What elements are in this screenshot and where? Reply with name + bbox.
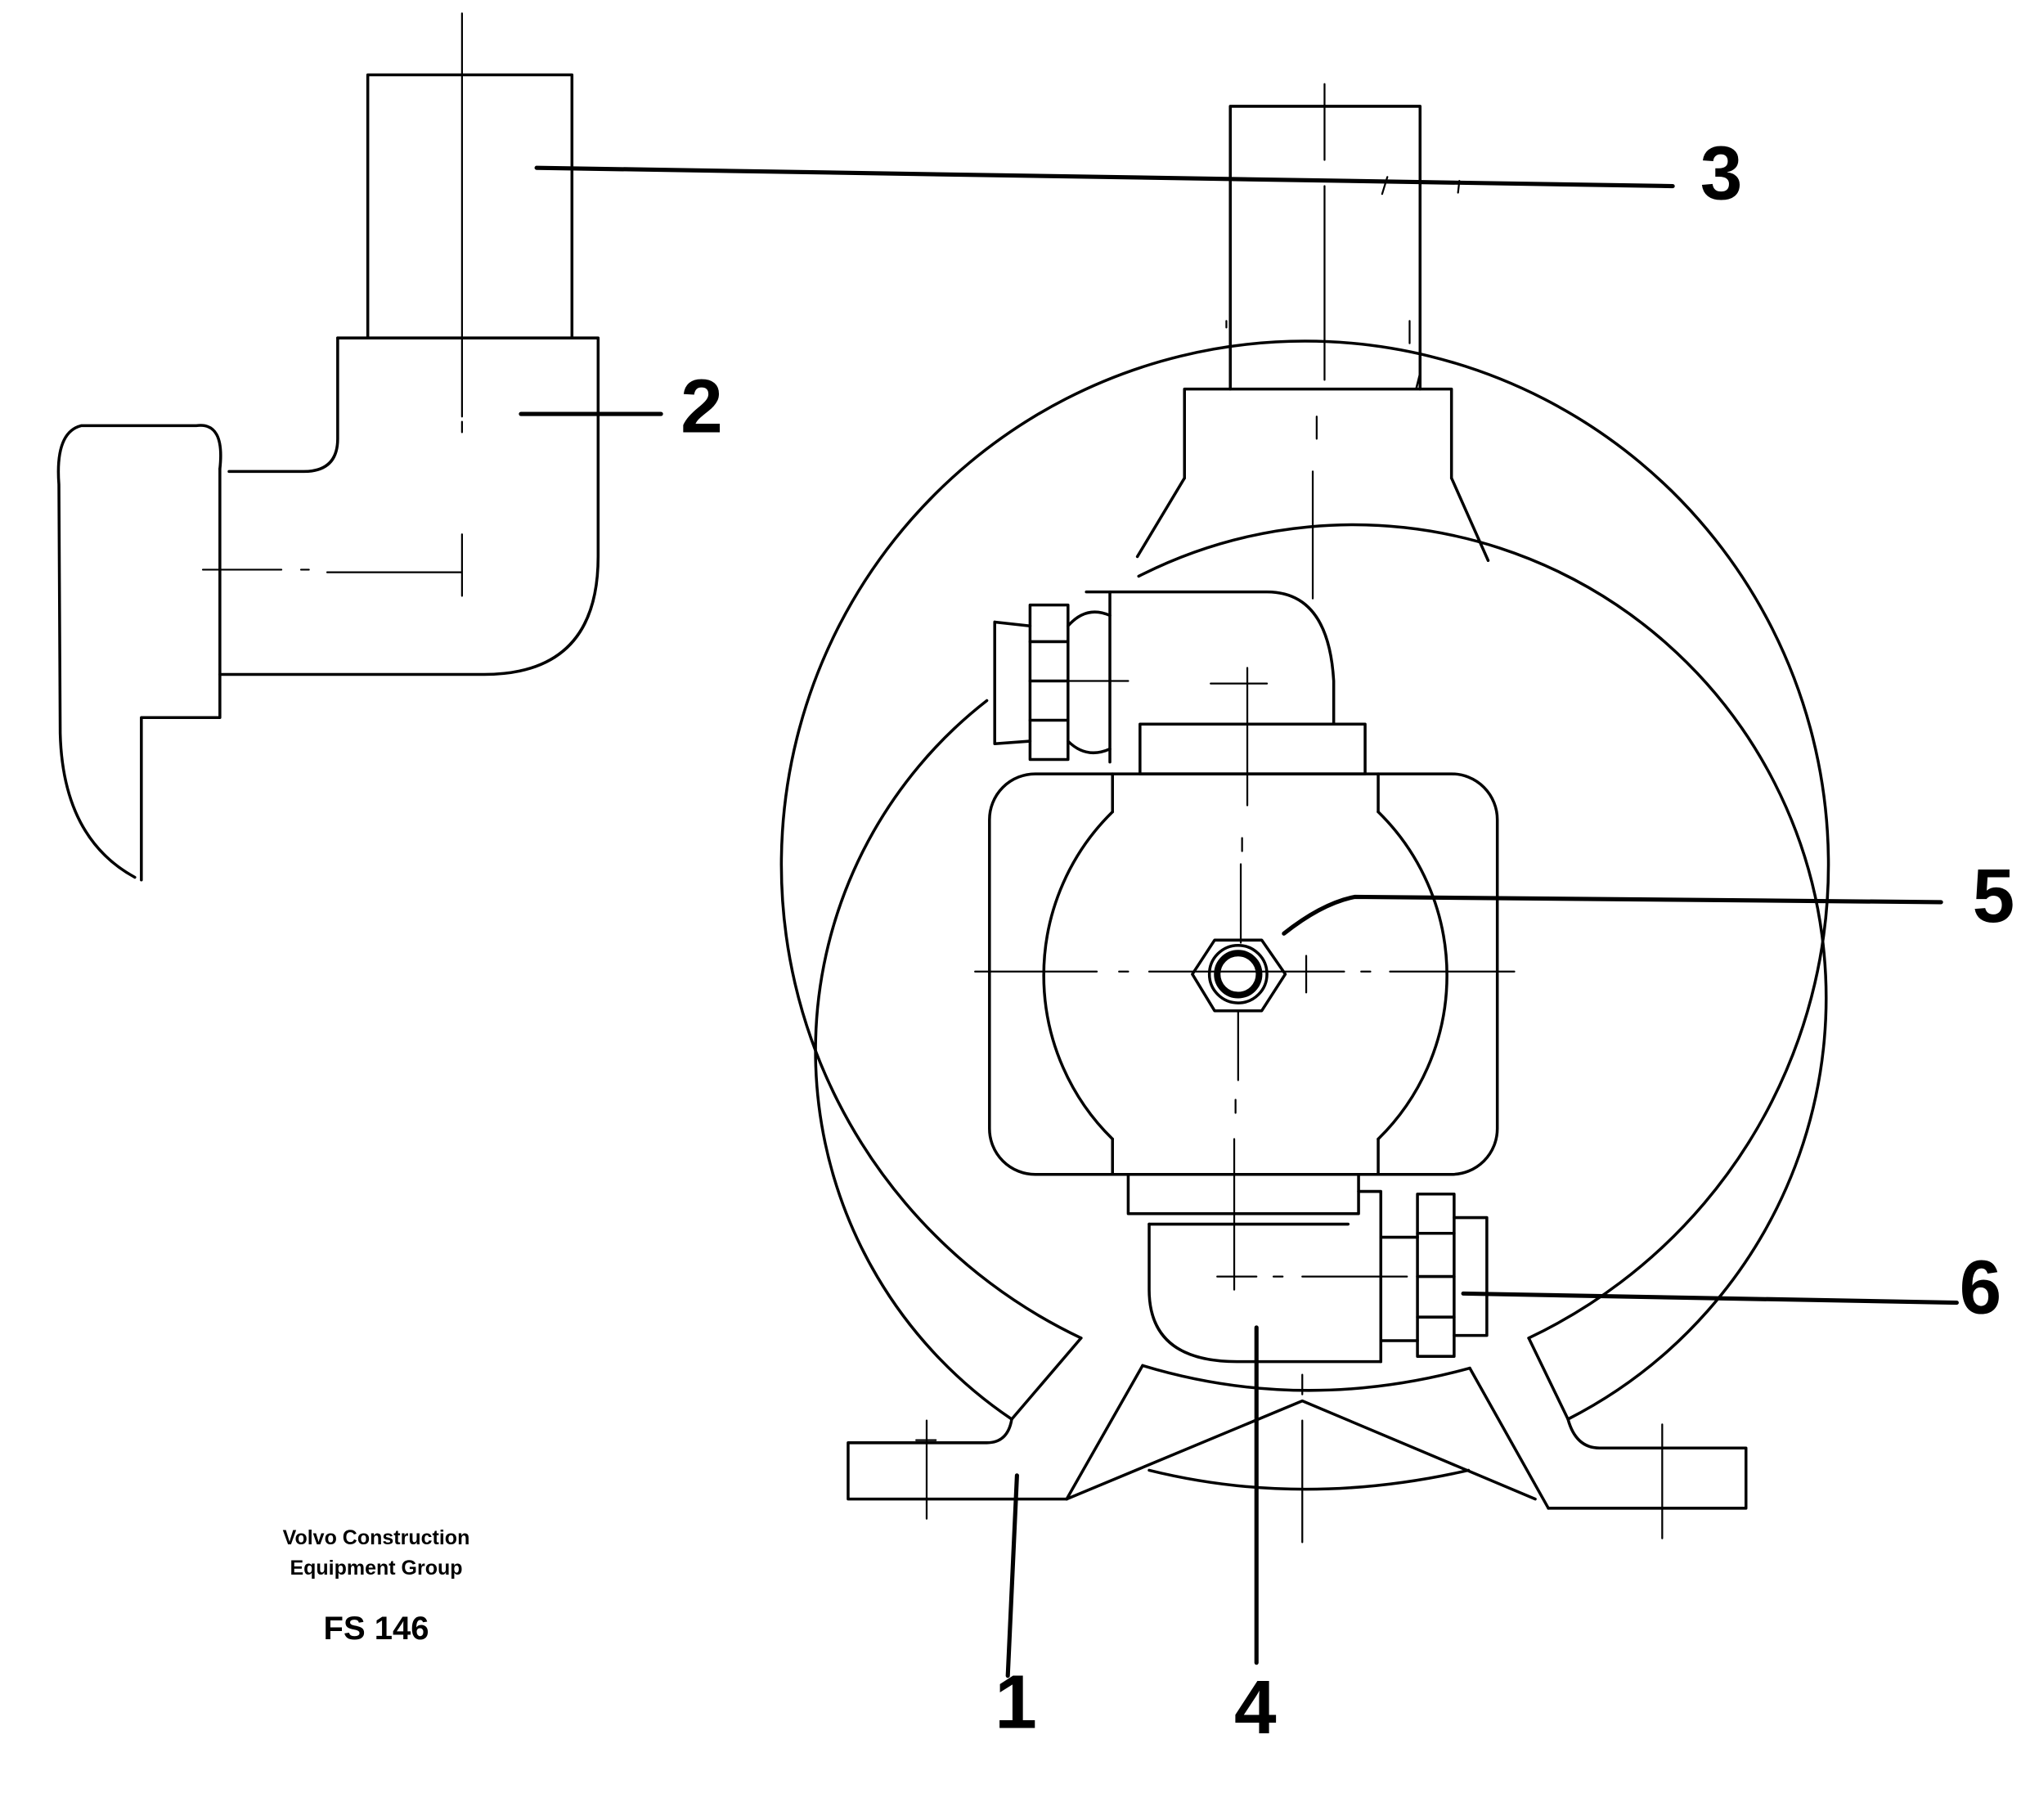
callout-4: 4 [1234,1665,1277,1750]
publisher-credit: Volvo Construction Equipment Group FS 14… [245,1523,507,1647]
publisher-line-2: Equipment Group [290,1557,463,1580]
callout-labels: 3 2 5 6 1 4 [680,131,2014,1750]
callout-2: 2 [680,363,723,448]
publisher-line-1: Volvo Construction [282,1526,470,1549]
leader-lines [519,165,1959,1678]
pump-front-view [779,83,1830,1544]
callout-6: 6 [1960,1244,2002,1329]
figure-code: FS 146 [323,1611,429,1647]
callout-1: 1 [995,1660,1037,1745]
callout-3: 3 [1700,131,1743,216]
callout-5: 5 [1973,853,2015,938]
elbow-fitting-side-view [56,12,600,882]
